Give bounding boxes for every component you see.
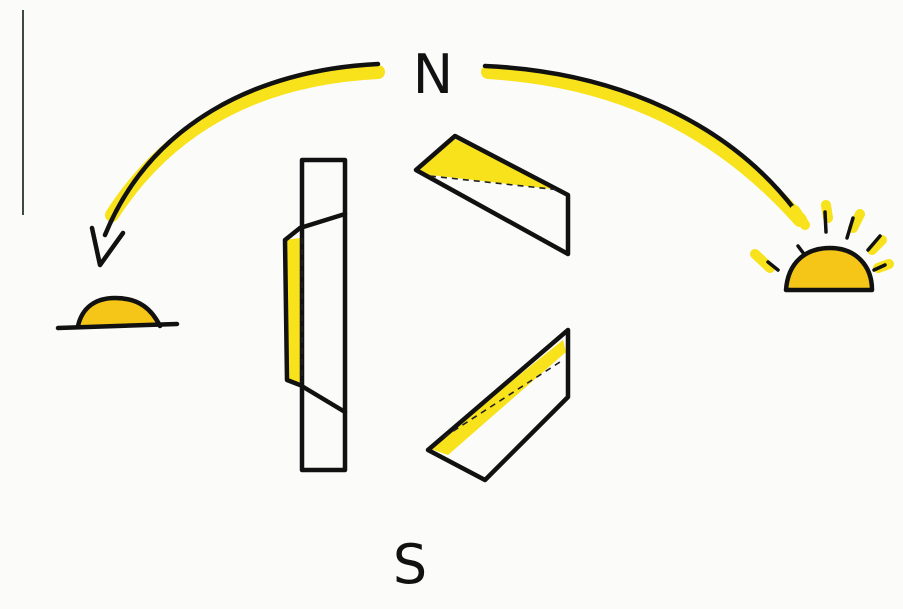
- south-label: S: [393, 533, 427, 596]
- window-panel-northeast: [416, 136, 568, 254]
- rising-sun-icon: [755, 205, 889, 290]
- setting-sun-icon: [58, 298, 177, 328]
- sun-path-arc-west: [92, 64, 378, 265]
- sun-path-arc-east: [485, 66, 800, 220]
- north-label: N: [413, 43, 453, 106]
- window-panel-west: [285, 160, 345, 470]
- window-panel-southeast: [428, 330, 568, 480]
